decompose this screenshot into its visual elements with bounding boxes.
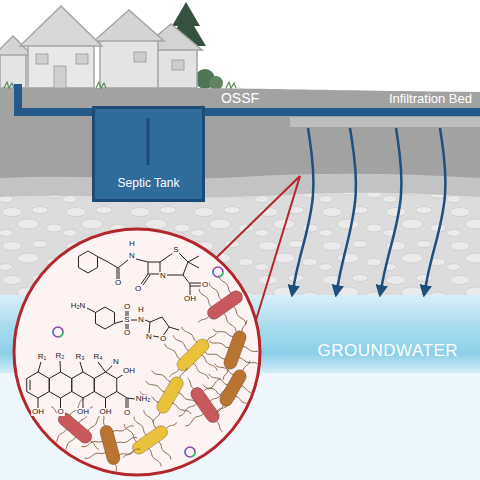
penicillin-structure (78, 251, 201, 295)
distribution-pipe (288, 108, 480, 116)
tank-baffle (147, 118, 150, 165)
house-body (100, 38, 158, 88)
house-roof (94, 10, 164, 41)
atom-label: H (128, 240, 136, 248)
zone-label: GROUNDWATER (317, 342, 458, 361)
bond (98, 253, 201, 295)
plasmid-ring (185, 447, 195, 457)
house-roof (20, 6, 102, 46)
plasmid (213, 267, 223, 277)
atom-label: N (137, 316, 145, 324)
bond (87, 308, 179, 337)
bond (95, 307, 114, 329)
bacterium (183, 264, 268, 347)
atom-label: N (112, 358, 120, 366)
plasmid-ring (213, 267, 223, 277)
bacterium (32, 386, 117, 470)
bond (78, 251, 97, 273)
atom-label: OH (76, 408, 90, 416)
bacterium (108, 399, 193, 480)
atom-label: OH (122, 367, 136, 375)
bush (209, 76, 223, 90)
atom-label: O (123, 329, 131, 337)
atom-label: R₄ (92, 353, 103, 361)
plasmid-ring (53, 327, 63, 337)
atom-label: N (159, 272, 167, 280)
bond (49, 372, 72, 398)
atom-label: R₃ (74, 353, 85, 361)
septic-tank: Septic Tank (92, 106, 205, 202)
flow-arrow (292, 128, 313, 295)
plasmid-ring (53, 327, 63, 337)
bed-gravel (290, 117, 480, 127)
atom-label: OH (31, 408, 45, 416)
bed-label: Infiltration Bed (389, 92, 472, 106)
effluent-pipe (205, 108, 288, 116)
tank-label: Septic Tank (118, 177, 180, 190)
atom-label: O (56, 408, 64, 416)
atom-label: N (128, 252, 136, 260)
atom-label: O (134, 285, 142, 293)
tetracycline-structure (27, 361, 135, 408)
flow-arrow (336, 128, 356, 295)
sulfonamide-structure (87, 307, 179, 337)
site-label: OSSF (221, 91, 259, 105)
plasmid-ring (185, 447, 195, 457)
atom-label: O (123, 409, 131, 417)
zoom-line (256, 176, 300, 320)
plasmid-ring (213, 267, 223, 277)
house-window (36, 54, 48, 64)
atom-label: NH₂ (135, 395, 152, 403)
plasmid (185, 447, 195, 457)
atom-label: S (172, 246, 179, 254)
bond (72, 372, 95, 398)
atom-label: H (137, 306, 145, 314)
house-window (134, 52, 146, 62)
infiltration-bed: Infiltration Bed (288, 90, 480, 128)
plasmid-ring (53, 327, 63, 337)
plasmid (53, 327, 63, 337)
atom-label: O (201, 281, 209, 289)
atom-label: H₂N (70, 302, 87, 310)
bond (94, 372, 117, 398)
atom-label: R₁ (37, 353, 47, 361)
atom-label: OH (99, 408, 113, 416)
topsoil (0, 88, 480, 182)
magnifier-circle (14, 229, 260, 475)
bacterium (130, 353, 210, 436)
house-window (172, 60, 184, 70)
house-body (28, 42, 94, 88)
atom-label: OH (183, 295, 197, 303)
plasmid-ring (213, 267, 223, 277)
atom-label: O (123, 303, 131, 311)
plasmid-ring (185, 447, 195, 457)
grass (4, 82, 236, 88)
atom-label: O (159, 335, 167, 343)
house-door (54, 66, 66, 88)
bond (30, 361, 135, 408)
house-body (0, 52, 26, 88)
microbe-group (27, 251, 274, 480)
sky (0, 0, 480, 92)
bacterium (193, 346, 273, 429)
house-window (76, 54, 88, 64)
flow-arrow (424, 128, 445, 295)
atom-label: R₂ (55, 352, 66, 360)
atom-label: O (114, 279, 122, 287)
flow-arrow (380, 128, 401, 295)
atom-label: S (123, 316, 130, 324)
house-sewer-pipe (18, 84, 92, 112)
bacterium (151, 313, 236, 398)
atom-label: N (145, 333, 153, 341)
